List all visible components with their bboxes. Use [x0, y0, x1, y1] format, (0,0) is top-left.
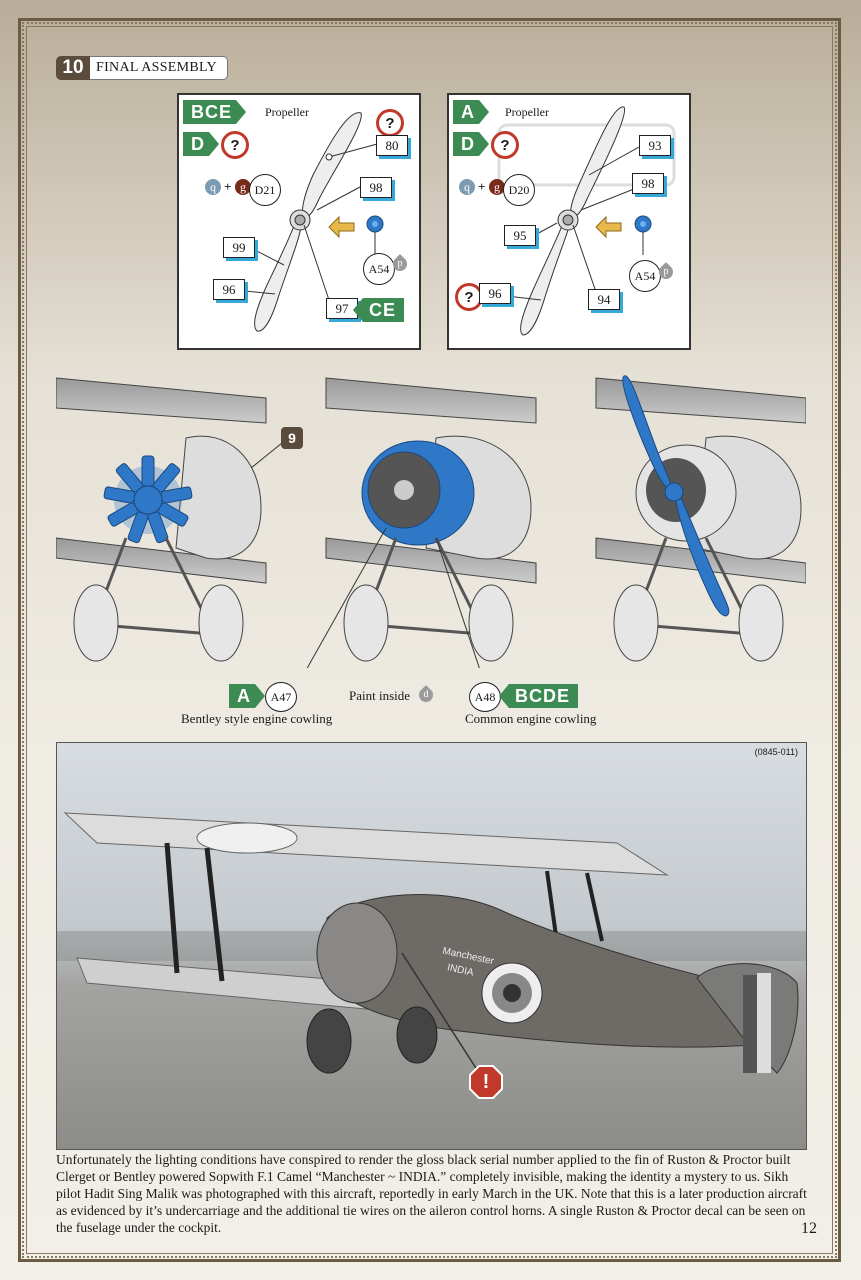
callout-step-9: 9: [281, 427, 303, 449]
propeller-label: Propeller: [265, 105, 309, 119]
historical-photo: (0845-011) Manchester INDIA !: [56, 742, 807, 1150]
paint-d-drop: d: [416, 685, 436, 705]
paint-plus: +: [224, 179, 232, 194]
aircraft-photo: [57, 812, 806, 1094]
part-80: 80: [376, 135, 408, 156]
propeller-panel-left: BCE Propeller D ? ? 80 q + g D21 98 99 9…: [177, 93, 421, 350]
part-99: 99: [223, 237, 255, 258]
part-97: 97: [326, 298, 358, 319]
page-border: [18, 18, 841, 1262]
paint-plus: +: [478, 179, 486, 194]
part-98: 98: [632, 173, 664, 194]
illustration-propeller-fitted: [595, 375, 806, 662]
part-a54: A54: [363, 253, 395, 285]
page-number: 12: [801, 1220, 817, 1237]
tag-bce: BCE: [183, 100, 246, 124]
paint-p-drop: p: [656, 262, 676, 282]
question-icon: ?: [491, 131, 519, 159]
photo-caption: Unfortunately the lighting conditions ha…: [56, 1152, 807, 1235]
paint-q: q: [459, 179, 475, 195]
assembly-illustrations: [56, 375, 806, 668]
step-title: FINAL ASSEMBLY: [90, 56, 228, 80]
question-icon: ?: [376, 109, 404, 137]
question-icon: ?: [455, 283, 483, 311]
tag-bcde: BCDE: [499, 684, 579, 708]
page-border-inner: [26, 26, 833, 1254]
paint-q: q: [205, 179, 221, 195]
part-95: 95: [504, 225, 536, 246]
paint-g: g: [235, 179, 251, 195]
common-cowling-label: Common engine cowling: [465, 711, 597, 726]
part-98: 98: [360, 177, 392, 198]
page-border-dots: [22, 22, 837, 1258]
photo-ref: (0845-011): [754, 747, 798, 757]
question-icon: ?: [221, 131, 249, 159]
paint-g: g: [489, 179, 505, 195]
bentley-cowling-label: Bentley style engine cowling: [181, 711, 333, 726]
part-a54: A54: [629, 260, 661, 292]
part-a47: A47: [265, 682, 297, 712]
propeller-drawing-left: [235, 112, 384, 332]
illustration-engine: [56, 377, 283, 662]
part-d20: D20: [503, 174, 535, 206]
part-a48: A48: [469, 682, 501, 712]
propeller-panel-right: A Propeller D ? 93 q + g D20 98 95 ? 96 …: [447, 93, 691, 350]
warning-icon: !: [469, 1065, 503, 1099]
propeller-label: Propeller: [505, 105, 549, 119]
part-d21: D21: [249, 174, 281, 206]
part-93: 93: [639, 135, 671, 156]
illustration-cowling: [306, 377, 537, 668]
part-96: 96: [479, 283, 511, 304]
tag-ce: CE: [353, 298, 405, 322]
part-94: 94: [588, 289, 620, 310]
step-number: 10: [56, 56, 90, 80]
paint-inside-label: Paint inside: [349, 688, 411, 703]
part-96: 96: [213, 279, 245, 300]
propeller-drawing-right: [497, 106, 676, 336]
paint-p-drop: p: [390, 254, 410, 274]
step-header: 10 FINAL ASSEMBLY: [56, 56, 228, 80]
